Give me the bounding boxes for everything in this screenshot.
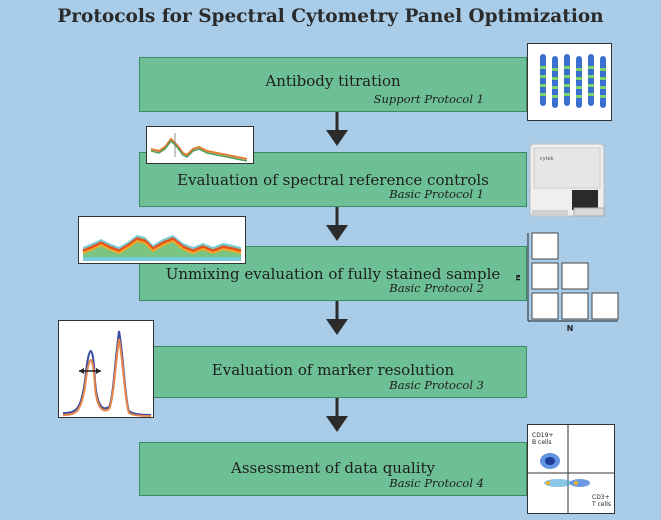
tube-band: [564, 93, 570, 96]
tube-band: [552, 95, 558, 98]
tube-band: [552, 86, 558, 89]
step-protocol: Basic Protocol 3: [389, 378, 484, 392]
tube-band: [564, 84, 570, 87]
tube-band: [552, 77, 558, 80]
step-label: Assessment of data quality: [231, 459, 435, 477]
spectral-cytometer-image: cytek: [524, 138, 612, 228]
tube-icon: [600, 56, 606, 108]
arrow-down-icon: [326, 301, 348, 335]
full-spectrum-plot: [82, 235, 242, 261]
cytometer-icon: cytek: [529, 143, 605, 217]
step-marker-resolution: Evaluation of marker resolution Basic Pr…: [139, 346, 527, 398]
reference-spectrum-image: [146, 126, 254, 164]
dot-plot-image: CD19+ B cells CD3+ T cells: [527, 424, 615, 514]
step-protocol: Basic Protocol 1: [389, 187, 484, 201]
tube-band: [540, 75, 546, 78]
arrow-down-icon: [326, 207, 348, 241]
svg-text:N: N: [516, 274, 522, 281]
arrow-down-icon: [326, 112, 348, 146]
spectrum-plot: [150, 133, 248, 162]
nxn-matrix-grid: N N: [513, 232, 619, 333]
tube-band: [576, 68, 582, 71]
step-protocol: Support Protocol 1: [373, 92, 484, 106]
tube-band: [540, 84, 546, 87]
tube-band: [600, 68, 606, 71]
tube-band: [576, 77, 582, 80]
resolution-histogram-image: [58, 320, 154, 418]
step-antibody-titration: Antibody titration Support Protocol 1: [139, 57, 527, 112]
resolution-histogram: [62, 330, 152, 417]
tube-band: [576, 86, 582, 89]
titration-tubes-image: [527, 43, 612, 121]
step-protocol: Basic Protocol 4: [389, 476, 484, 490]
tube-band: [588, 75, 594, 78]
tube-band: [540, 66, 546, 69]
svg-text:CD19+ B cells: CD19+ B cells: [532, 432, 555, 446]
tube-icon: [564, 54, 570, 106]
step-label: Unmixing evaluation of fully stained sam…: [165, 265, 501, 283]
tube-band: [588, 84, 594, 87]
tube-band: [588, 66, 594, 69]
tube-band: [600, 86, 606, 89]
step-label: Evaluation of marker resolution: [211, 361, 455, 379]
tube-band: [564, 75, 570, 78]
tube-band: [600, 77, 606, 80]
tube-band: [540, 93, 546, 96]
tube-icon: [552, 56, 558, 108]
tube-band: [588, 93, 594, 96]
step-label: Evaluation of spectral reference control…: [177, 171, 489, 189]
tube-icon: [540, 54, 546, 106]
tube-band: [564, 66, 570, 69]
dot-plot: CD19+ B cells CD3+ T cells: [528, 425, 614, 513]
step-data-quality: Assessment of data quality Basic Protoco…: [139, 442, 527, 496]
tube-icon: [576, 56, 582, 108]
nxn-matrix-image: N N: [513, 229, 620, 333]
tube-icon: [588, 54, 594, 106]
tube-band: [600, 95, 606, 98]
svg-text:N: N: [567, 324, 574, 333]
tube-band: [576, 95, 582, 98]
full-spectrum-image: [78, 216, 246, 264]
tube-icons: [540, 54, 606, 108]
svg-text:CD3+ T cells: CD3+ T cells: [591, 494, 612, 508]
tube-band: [552, 68, 558, 71]
arrow-down-icon: [326, 398, 348, 432]
step-label: Antibody titration: [265, 72, 401, 90]
step-protocol: Basic Protocol 2: [389, 281, 484, 295]
svg-text:cytek: cytek: [540, 156, 554, 162]
page-title: Protocols for Spectral Cytometry Panel O…: [57, 6, 604, 27]
